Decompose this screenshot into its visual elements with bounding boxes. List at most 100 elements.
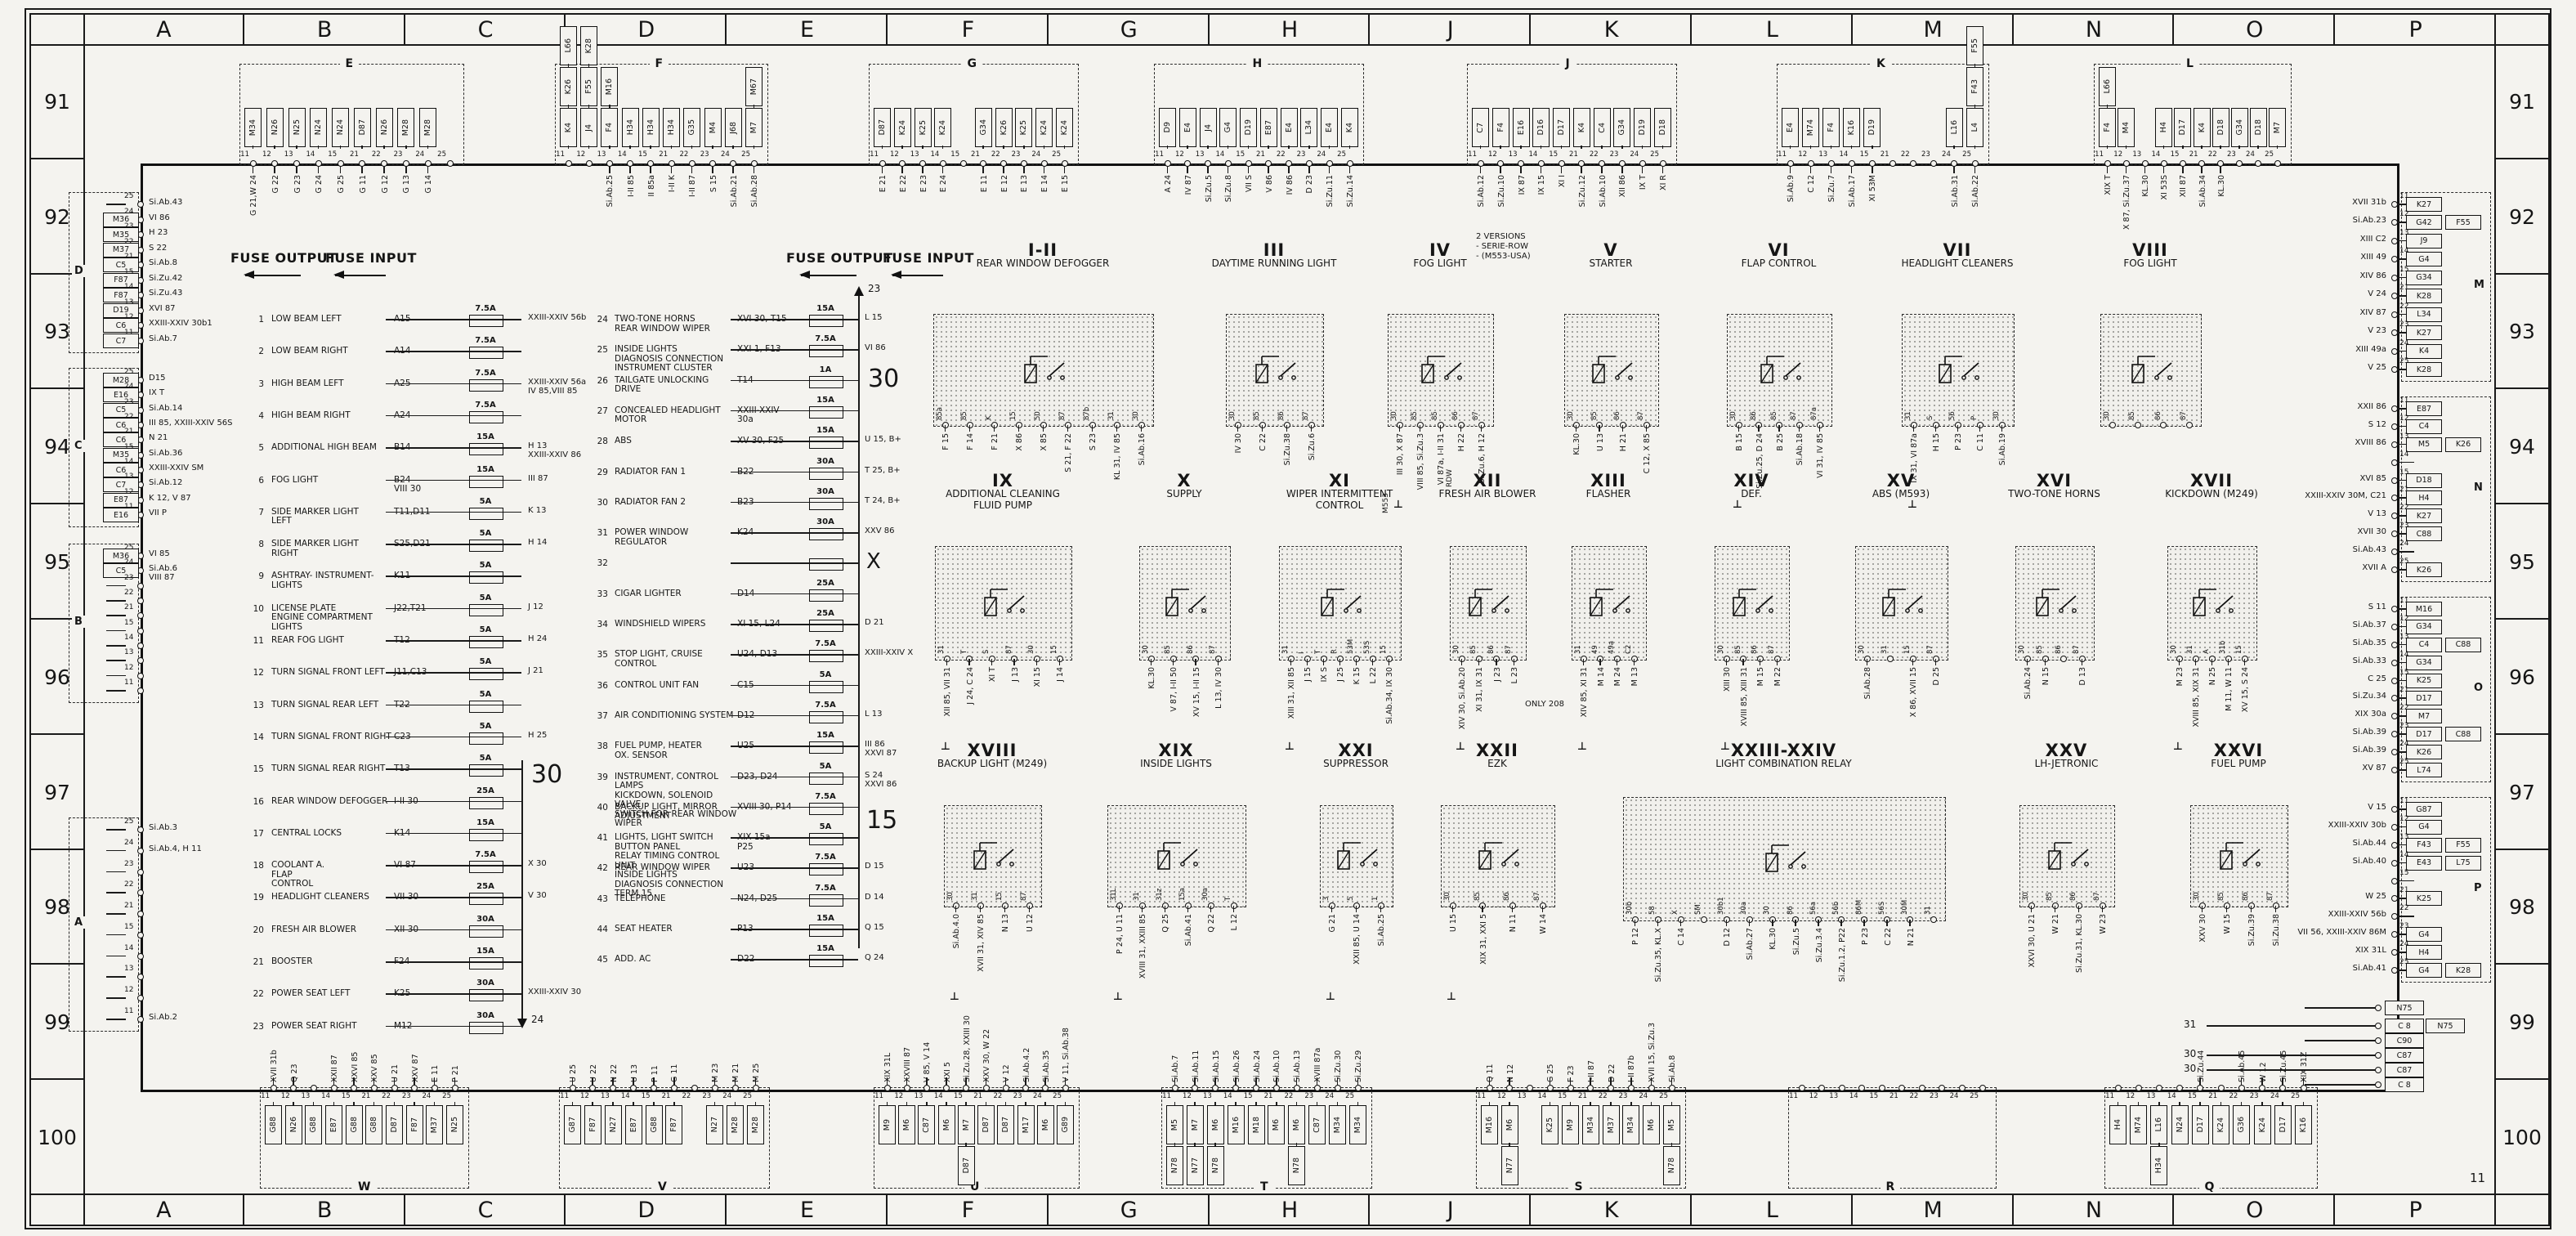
relay-XXII-pin-label: 87: [1533, 892, 1541, 901]
left-section-A-pin-12: [137, 995, 144, 1002]
strip-F-wire-label: I-II K: [668, 175, 678, 193]
strip-F-box-stub: [691, 146, 693, 149]
relay-XIV-pin-stub: [1759, 659, 1761, 665]
corner-terminal-3-line: [2207, 1055, 2378, 1056]
relay-XV-pin-stub: [1866, 659, 1868, 665]
fuse-30-tap: T 24, B+: [865, 495, 901, 505]
fuse-18-number: 18: [253, 861, 264, 871]
relay-XIX-title: INSIDE LIGHTS: [1140, 758, 1212, 769]
strip-G-box-label: K24: [1040, 119, 1049, 136]
strip-T-box-label: M34: [1353, 1116, 1362, 1134]
fuse-27-name: CONCEALED HEADLIGHT MOTOR: [615, 405, 721, 425]
strip-J-wire-label: IX 15: [1537, 175, 1547, 195]
strip-U-pin-number: 12: [894, 1092, 904, 1100]
strip-G-wire-stub: [1003, 166, 1004, 173]
right-section-P-box-G4: G4: [2406, 819, 2442, 835]
strip-W-wire-label: XXII 87: [330, 1055, 339, 1082]
fuse-20-wire: [386, 929, 521, 931]
right-section-M-pin-number: 11: [2399, 192, 2409, 200]
relay-IX-pin-stub: [946, 659, 948, 665]
fuse-28-number: 28: [597, 437, 608, 447]
strip-E-wire-stub: [296, 166, 297, 173]
relay-XVII-box: [2167, 546, 2257, 661]
fuse-28-name: ABS: [615, 436, 632, 446]
relay-VIII-pin-87: [2185, 422, 2193, 428]
strip-E-wire-label: G 24: [315, 175, 324, 194]
strip-S-box-M16: M16: [1481, 1105, 1498, 1144]
left-section-B-pin-number: 12: [124, 663, 134, 672]
fuse-20-name: FRESH AIR BLOWER: [271, 924, 357, 934]
strip-G-pin-number: 21: [971, 150, 980, 159]
fuse-11-amp: 5A: [479, 625, 492, 634]
right-section-P-pin-13: [2391, 841, 2398, 849]
strip-E-box-D87: D87: [353, 108, 371, 147]
strip-G-wire-stub: [922, 166, 924, 173]
relay-XIX-wire-label: Q 25: [1161, 914, 1170, 933]
relay-XVI-pin-86: [2060, 656, 2068, 662]
fuse-20-amp: 30A: [476, 914, 494, 924]
right-section-N-wire-label: XVI 85: [2359, 473, 2386, 483]
fuse-31-amp: 30A: [816, 517, 834, 527]
right-section-P-pin-11: [2391, 806, 2398, 813]
relay-I-II-pin-label: 87: [1058, 411, 1067, 420]
strip-F-label: F: [649, 57, 669, 70]
fuse-44-number: 44: [597, 925, 608, 934]
fuse-20-number: 20: [253, 925, 264, 935]
relay-XIV-numeral: XIV: [1733, 471, 1769, 490]
relay-XXVI-wire-label: W 15: [2223, 914, 2232, 934]
relay-III-pin-label: 85: [1253, 411, 1261, 420]
right-section-N-pin-23: [2391, 531, 2398, 538]
relay-XV-box: [1855, 546, 1948, 661]
strip-Q-pin-number: 21: [2208, 1092, 2218, 1100]
right-section-N-pin-15: [2391, 477, 2398, 484]
left-section-C-box-C6: C6: [103, 463, 139, 477]
strip-K-pin-number: 13: [1818, 150, 1828, 159]
strip-H-pin-number: 14: [1215, 150, 1225, 159]
fuse-6-amp: 15A: [476, 464, 494, 474]
relay-VII-pin-stub: [2001, 425, 2003, 432]
relay-V-pin-label: 86: [1613, 411, 1622, 420]
strip-F-box-label: G35: [687, 119, 697, 136]
grid-corner-1: [2494, 13, 2550, 46]
left-section-C-wire-label: D15: [149, 374, 166, 383]
left-section-A-pin-25: [137, 826, 144, 833]
strip-V-wire-label: U 22: [588, 1064, 598, 1082]
fuse-output-header-right: FUSE OUTPUT: [786, 250, 893, 266]
strip-J-wire-label: XI R: [1659, 175, 1668, 190]
relay-IV-pin-stub: [1439, 425, 1442, 432]
strip-T-pin-number: 24: [1325, 1092, 1335, 1100]
strip-F-pin-number: 25: [741, 150, 750, 159]
relay-XVI-pin-stub: [2081, 659, 2083, 665]
grid-col-bottom-H: H: [1207, 1193, 1372, 1226]
relay-XXVI-pin-stub: [2250, 906, 2252, 912]
corner-terminal-0-box-N75: N75: [2385, 1001, 2424, 1015]
strip-L-box-label: M7: [2273, 121, 2282, 134]
right-section-N-label: N: [2471, 481, 2485, 494]
left-section-B-pin-number: 14: [124, 634, 134, 642]
strip-V-pin-13: [610, 1085, 617, 1091]
left-section-C-box-E87: E87: [103, 492, 139, 508]
strip-G-box-label: G34: [978, 119, 988, 136]
strip-V-box-stub: [612, 1102, 614, 1105]
fuse-7-name: SIDE MARKER LIGHT LEFT: [271, 506, 359, 526]
strip-J-wire-label: Si.Ab.12: [1477, 175, 1486, 208]
strip-W-box-label: M37: [430, 1116, 440, 1134]
relay-XI-wire-label: XIII 31, XII 85: [1287, 667, 1296, 719]
strip-K-box-M74: M74: [1802, 108, 1820, 147]
relay-XXIII-XXIV-wire-label: KL.30: [1769, 928, 1778, 950]
left-section-A-pin-line: [106, 913, 126, 915]
relay-VI-pin-stub: [1818, 425, 1821, 432]
fuse-10-fuse-symbol: [469, 603, 503, 616]
strip-S-box-label: M37: [1606, 1116, 1616, 1134]
strip-R-pin-number: 23: [1930, 1092, 1939, 1100]
fuse-36-amp: 5A: [819, 670, 832, 679]
relay-XXII-pin-label: 30: [1443, 892, 1451, 901]
strip-F-pin-number: 21: [659, 150, 669, 159]
strip-F-wire-stub: [712, 166, 713, 173]
relay-IX-box: [935, 546, 1072, 661]
grid-row-left-93: 93: [29, 272, 85, 392]
left-section-C-box-E16: E16: [103, 508, 139, 522]
strip-V-wire-label: G 11: [670, 1064, 680, 1082]
right-section-N-pin-13: [2391, 441, 2398, 448]
relay-XXV-wire-label: W 23: [2099, 914, 2108, 934]
